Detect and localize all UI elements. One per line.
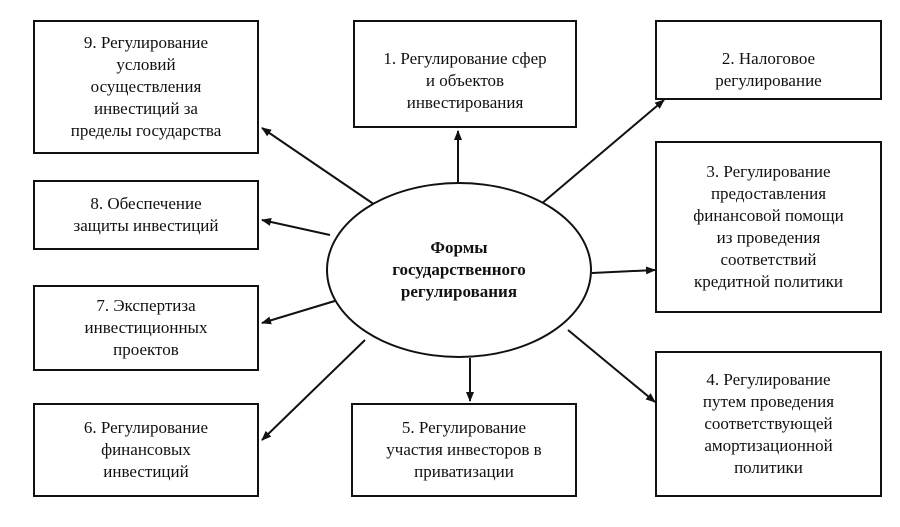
arrow-to-box-2 [539,99,665,206]
arrow-to-box-7 [261,299,339,325]
box-3-financial-assistance: 3. Регулирование предоставления финансов… [655,141,882,313]
box-1-regulation-spheres: 1. Регулирование сфер и объектов инвести… [353,20,577,128]
box-2-tax-regulation: 2. Налоговое регулирование [655,20,882,100]
box-4-amortization-policy: 4. Регулирование путем проведения соотве… [655,351,882,497]
box-4-label: 4. Регулирование путем проведения соотве… [702,370,835,477]
arrow-to-box-8 [261,218,331,236]
box-7-label: 7. Экспертиза инвестиционных проектов [84,296,208,359]
arrow-to-box-6 [261,339,366,441]
arrow-to-box-4 [567,329,656,403]
box-1-label: 1. Регулирование сфер и объектов инвести… [383,49,547,112]
box-6-label: 6. Регулирование финансовых инвестиций [83,418,209,481]
box-6-financial-investments: 6. Регулирование финансовых инвестиций [33,403,259,497]
box-8-label: 8. Обеспечение защиты инвестиций [73,194,219,235]
box-3-label: 3. Регулирование предоставления финансов… [693,162,844,291]
arrow-to-box-9 [261,127,379,208]
box-5-label: 5. Регулирование участия инвесторов в пр… [386,418,542,481]
box-9-investments-abroad: 9. Регулирование условий осуществления и… [33,20,259,154]
box-5-privatization: 5. Регулирование участия инвесторов в пр… [351,403,577,497]
center-label: Формы государственного регулирования [392,238,526,301]
box-7-project-expertise: 7. Экспертиза инвестиционных проектов [33,285,259,371]
arrow-to-box-3 [591,266,656,275]
box-9-label: 9. Регулирование условий осуществления и… [70,33,222,140]
box-2-label: 2. Налоговое регулирование [715,49,822,90]
box-8-investment-protection: 8. Обеспечение защиты инвестиций [33,180,259,250]
center-ellipse: Формы государственного регулирования [326,182,592,358]
